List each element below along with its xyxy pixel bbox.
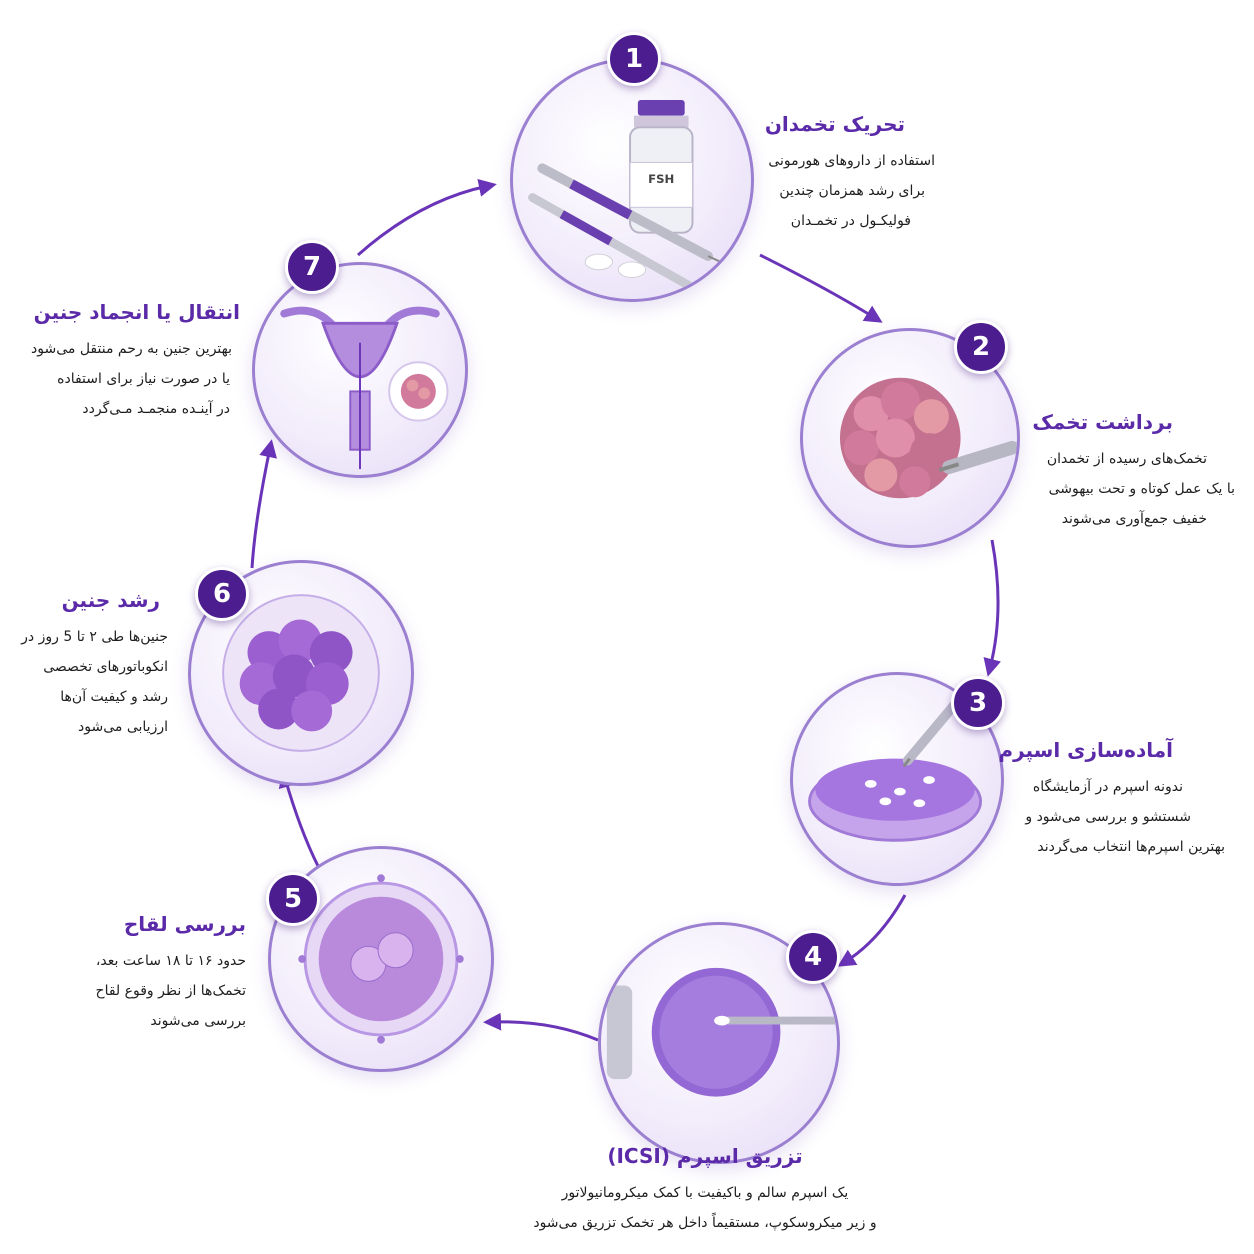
step-7-text: انتقال یا انجماد جنین بهترین جنین به رحم… (10, 300, 240, 424)
step-1-badge: 1 (607, 32, 661, 86)
step-3-line-1: ندونه اسپرم در آزمایشگاه (1032, 779, 1183, 795)
step-2-text: برداشت تخمک تخمک‌های رسیده از تخمدان با … (1020, 410, 1235, 534)
arrow-1-to-2 (759, 253, 883, 323)
step-1-line-1: استفاده از داروهای هورمونی (768, 153, 935, 169)
icsi-injection-icon (606, 967, 836, 1097)
step-5-line-3: بررسی می‌شوند (150, 1013, 246, 1029)
syringe-vial-icon: FSH (528, 100, 734, 290)
arrow-4-to-5 (483, 1012, 599, 1042)
step-6-badge: 6 (195, 567, 249, 621)
arrow-7-to-1 (357, 179, 497, 257)
fertilized-egg-icon (298, 874, 464, 1044)
step-7-line-3: در آینـده منجمـد مـی‌گردد (82, 401, 230, 417)
step-6-line-1: جنین‌ها طی ۲ تا 5 روز در (21, 629, 168, 645)
step-1-image: FSH (510, 58, 754, 302)
step-3-title: آماده‌سازی اسپرم (998, 738, 1173, 762)
step-4-title: تزریق اسپرم (ICSI) (607, 1144, 803, 1168)
step-4-line-2: و زیر میکروسکوپ، مستقیماً داخل هر تخمک ت… (533, 1215, 877, 1231)
petri-dish-sperm-icon (808, 689, 983, 842)
arrow-6-to-7 (250, 439, 277, 569)
step-2-title: برداشت تخمک (1032, 410, 1173, 434)
step-2-line-3: خفیف جمع‌آوری می‌شوند (1061, 511, 1207, 527)
vial-label: FSH (648, 172, 674, 186)
step-3-text: آماده‌سازی اسپرم ندونه اسپرم در آزمایشگا… (998, 738, 1225, 862)
embryo-cells-icon (222, 594, 380, 752)
arrow-5-to-6 (278, 769, 320, 867)
step-6-title: رشد جنین (61, 588, 160, 612)
step-1-line-3: فولیکـول در تخمـدان (790, 213, 911, 229)
step-3-badge: 3 (951, 676, 1005, 730)
step-5-text: بررسی لقاح حدود ۱۶ تا ۱۸ ساعت بعد، تخمک‌… (60, 912, 246, 1036)
step-7-line-2: یا در صورت نیاز برای استفاده (57, 371, 230, 387)
follicle-aspiration-icon (839, 377, 1017, 499)
uterus-transfer-icon (280, 306, 449, 470)
step-7-badge: 7 (285, 240, 339, 294)
step-6-line-4: ارزیابی می‌شود (78, 719, 168, 735)
step-6-line-3: رشد و کیفیت آن‌ها (60, 689, 168, 705)
step-4-badge: 4 (786, 930, 840, 984)
step-5-title: بررسی لقاح (123, 912, 246, 936)
step-1-line-2: برای رشد همزمان چندین (779, 183, 925, 199)
step-5-line-2: تخمک‌ها از نظر وقوع لقاح (95, 983, 246, 999)
step-7-image (252, 262, 468, 478)
step-6-line-2: انکوباتورهای تخصصی (43, 659, 168, 675)
arrow-3-to-4 (837, 894, 907, 967)
step-3-line-3: بهترین اسپرم‌ها انتخاب می‌گردند (1037, 839, 1225, 855)
step-2-line-1: تخمک‌های رسیده از تخمدان (1046, 451, 1207, 467)
step-7-line-1: بهترین جنین به رحم منتقل می‌شود (31, 341, 232, 357)
step-2-line-2: با یک عمل کوتاه و تحت بیهوشی (1048, 481, 1235, 497)
step-3-line-2: شستشو و بررسی می‌شود و (1025, 809, 1191, 825)
arrow-2-to-3 (983, 539, 1001, 677)
step-6-text: رشد جنین جنین‌ها طی ۲ تا 5 روز در انکوبا… (14, 588, 168, 742)
step-1-title: تحریک تخمدان (764, 112, 905, 136)
step-5-badge: 5 (266, 872, 320, 926)
step-2-badge: 2 (954, 320, 1008, 374)
step-1-text: تحریک تخمدان استفاده از داروهای هورمونی … (735, 112, 935, 236)
step-4-line-1: یک اسپرم سالم و باکیفیت با کمک میکرومانی… (561, 1185, 849, 1201)
step-4-text: تزریق اسپرم (ICSI) یک اسپرم سالم و باکیف… (500, 1144, 910, 1238)
step-5-line-1: حدود ۱۶ تا ۱۸ ساعت بعد، (95, 953, 246, 969)
step-7-title: انتقال یا انجماد جنین (33, 300, 240, 324)
